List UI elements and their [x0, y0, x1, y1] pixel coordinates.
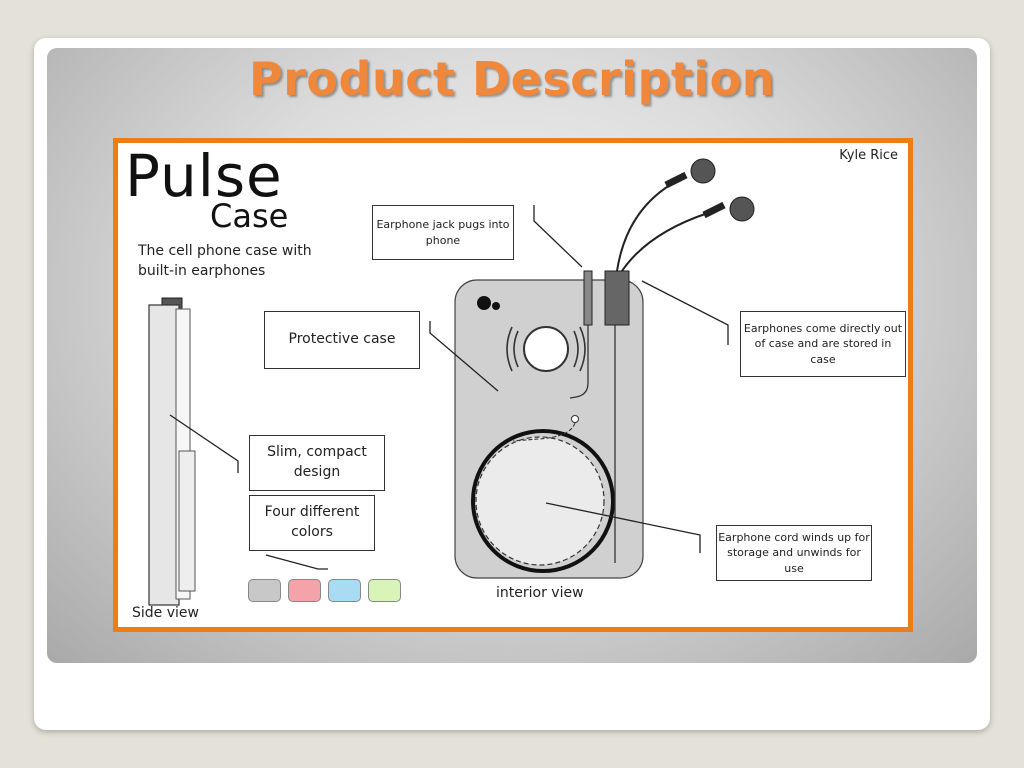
- color-swatch-gray: [248, 579, 281, 602]
- interior-view-phone: [454, 270, 644, 579]
- side-view-label: Side view: [132, 605, 199, 621]
- author-name: Kyle Rice: [839, 148, 898, 163]
- brand-name-pulse: Pulse: [125, 142, 283, 210]
- callout-earphone-jack: Earphone jack pugs into phone: [372, 205, 514, 260]
- callout-cord-winds: Earphone cord winds up for storage and u…: [716, 525, 872, 581]
- color-swatch-green: [368, 579, 401, 602]
- callout-protective-case: Protective case: [264, 311, 420, 369]
- product-diagram-panel: Pulse Case Kyle Rice The cell phone case…: [113, 138, 913, 632]
- diagram-drawing: [148, 158, 755, 606]
- product-tagline: The cell phone case with built-in earpho…: [138, 243, 312, 280]
- color-swatch-blue: [328, 579, 361, 602]
- callout-slim-design: Slim, compact design: [249, 435, 385, 491]
- interior-view-label: interior view: [496, 585, 584, 601]
- callout-earphones-stored: Earphones come directly out of case and …: [740, 311, 906, 377]
- callout-leader-lines: [169, 205, 729, 570]
- callout-four-colors: Four different colors: [249, 495, 375, 551]
- earphones: [616, 158, 755, 272]
- brand-name-case: Case: [210, 197, 289, 235]
- side-view-phone: [148, 297, 196, 606]
- color-swatch-pink: [288, 579, 321, 602]
- slide-title: Product Description: [249, 52, 775, 106]
